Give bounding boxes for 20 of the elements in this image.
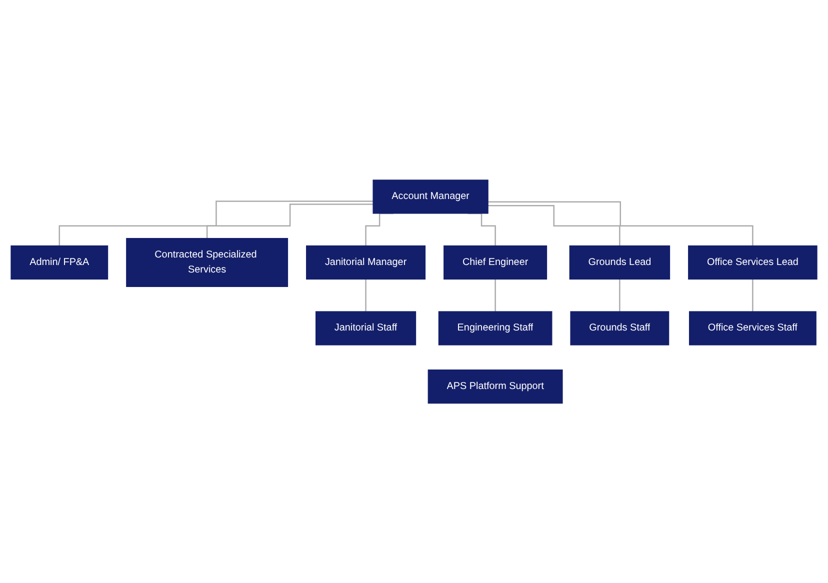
node-box: Grounds Lead	[569, 245, 670, 280]
connector	[365, 278, 366, 312]
connector	[619, 278, 620, 312]
node-box: Grounds Staff	[570, 311, 670, 346]
connector	[488, 204, 620, 246]
node-box: Chief Engineer	[444, 245, 548, 280]
node-box: Office Services Staff	[688, 311, 816, 346]
node-box: Contracted Specialized Services	[126, 238, 288, 287]
node-box: Engineering Staff	[438, 311, 552, 346]
node-box: Office Services Lead	[688, 245, 818, 280]
node-box: Janitorial Manager	[306, 245, 426, 280]
node-box: Account Manager	[372, 180, 488, 214]
node-box: Admin/ FP&A	[10, 245, 108, 280]
node-box: Janitorial Staff	[316, 311, 416, 346]
connector	[752, 278, 754, 312]
node-box: APS Platform Support	[428, 369, 563, 404]
connector	[494, 278, 496, 312]
connector	[58, 200, 374, 246]
connector	[488, 201, 754, 246]
connector	[206, 203, 374, 239]
